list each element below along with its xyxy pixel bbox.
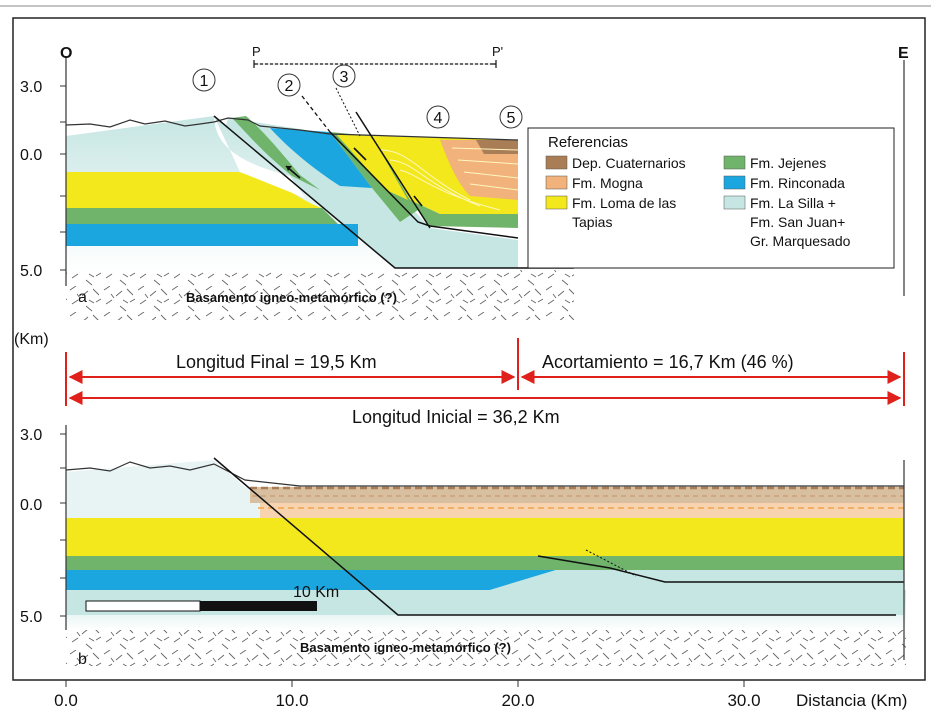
legend-label-loma-1: Fm. Loma de las bbox=[572, 195, 676, 211]
scale-bar-white bbox=[85, 600, 201, 612]
legend-label-silla-1: Fm. La Silla + bbox=[750, 195, 836, 211]
final-length-text: Longitud Final = 19,5 Km bbox=[176, 352, 377, 372]
legend-label-rinconada: Fm. Rinconada bbox=[750, 175, 845, 191]
legend-swatch-jejenes bbox=[723, 155, 746, 170]
legend-box bbox=[527, 127, 895, 269]
sheet3-jejenes-a bbox=[410, 200, 518, 228]
fault-circle-5 bbox=[499, 105, 523, 129]
fault-3-a bbox=[355, 111, 431, 229]
legend-label-silla-2: Fm. San Juan+ bbox=[750, 214, 845, 230]
quaternary-layer-a bbox=[476, 140, 518, 154]
jejenes-layer-b bbox=[66, 556, 904, 570]
legend-label-cuaternarios: Dep. Cuaternarios bbox=[572, 155, 686, 171]
legend-swatch-la-silla bbox=[723, 195, 746, 210]
y-tick-a-0: 0.0 bbox=[20, 147, 42, 164]
fault-circle-4 bbox=[426, 105, 450, 129]
fault-1-a bbox=[213, 115, 574, 269]
legend-label-loma-2: Tapias bbox=[572, 214, 612, 230]
rinconada-layer-b bbox=[66, 570, 556, 590]
legend: Referencias Dep. Cuaternarios Fm. Mogna … bbox=[527, 127, 895, 269]
basement-label-b: Basamento igneo-metamórfico (?) bbox=[300, 640, 511, 655]
panel-b-cross-section bbox=[60, 425, 906, 666]
shortening-text: Acortamiento = 16,7 Km (46 %) bbox=[542, 352, 794, 372]
slip-arrowhead-1-a bbox=[286, 166, 292, 171]
legend-title: Referencias bbox=[548, 134, 628, 151]
fault-number-4: 4 bbox=[434, 110, 443, 127]
y-tick-b-5: 5.0 bbox=[20, 609, 42, 626]
label-profile-start: P bbox=[252, 44, 261, 59]
y-ticks-a bbox=[60, 85, 66, 271]
fault-number-2: 2 bbox=[285, 78, 294, 95]
scale-bar-label: 10 Km bbox=[293, 584, 339, 601]
hanging-rinconada-a bbox=[270, 128, 372, 188]
fault-1-b bbox=[213, 457, 896, 616]
loma-layer-a bbox=[66, 172, 322, 208]
basement-hatch-b bbox=[66, 628, 906, 666]
panel-b-label: b bbox=[78, 651, 87, 668]
sheet2-loma-a bbox=[336, 134, 408, 200]
fault-number-1: 1 bbox=[200, 73, 209, 90]
label-profile-end: P' bbox=[492, 44, 503, 59]
fault-circle-1 bbox=[192, 68, 216, 92]
y-ticks-b bbox=[60, 433, 66, 617]
label-west: O bbox=[60, 45, 72, 62]
loma-layer-b bbox=[66, 518, 904, 556]
x-axis-title: Distancia (Km) bbox=[796, 691, 907, 710]
label-east: E bbox=[898, 45, 909, 62]
fault-2-a bbox=[329, 131, 519, 239]
fault-number-5: 5 bbox=[507, 110, 516, 127]
basement-hatch-a bbox=[66, 270, 574, 320]
measurement-arrows bbox=[65, 338, 905, 406]
detachment-b bbox=[537, 555, 904, 583]
slip-arrow-2-a bbox=[353, 147, 367, 161]
scale-bar-black bbox=[200, 601, 317, 611]
slip-arrow-3-a bbox=[413, 195, 423, 207]
topography-a bbox=[65, 117, 519, 141]
x-tick-10: 10.0 bbox=[275, 691, 308, 710]
legend-label-jejenes: Fm. Jejenes bbox=[750, 155, 826, 171]
quaternary-layer-b bbox=[250, 487, 904, 503]
fault-3-projection-a bbox=[335, 87, 361, 137]
footwall-gap-a bbox=[214, 116, 305, 198]
fault-2-projection-a bbox=[301, 95, 331, 133]
basement-label-a: Basamento igneo-metamórfico (?) bbox=[186, 290, 397, 305]
fault-circle-2 bbox=[277, 73, 301, 97]
panel-a-label: a bbox=[78, 289, 87, 306]
x-tick-20: 20.0 bbox=[501, 691, 534, 710]
legend-swatch-mogna bbox=[545, 175, 568, 190]
x-tick-0: 0.0 bbox=[54, 691, 78, 710]
y-tick-a-5: 5.0 bbox=[20, 263, 42, 280]
y-tick-b-0: 0.0 bbox=[20, 497, 42, 514]
hanging-jejenes-a bbox=[232, 116, 320, 190]
legend-swatch-rinconada bbox=[723, 175, 746, 190]
figure-frame bbox=[12, 17, 926, 681]
legend-label-silla-3: Gr. Marquesado bbox=[750, 233, 851, 249]
km-label: (Km) bbox=[14, 331, 49, 348]
y-tick-a-3: 3.0 bbox=[20, 79, 42, 96]
initial-length-text: Longitud Inicial = 36,2 Km bbox=[352, 407, 560, 427]
legend-swatch-loma bbox=[545, 195, 568, 210]
x-tick-30: 30.0 bbox=[727, 691, 760, 710]
rinconada-layer-a bbox=[66, 224, 358, 246]
bedding-lines-a bbox=[379, 147, 519, 211]
mogna-layer-b bbox=[260, 503, 904, 518]
mogna-layer-a bbox=[440, 140, 518, 200]
topography-b bbox=[65, 461, 904, 487]
fault-projection-b bbox=[585, 549, 637, 577]
fault-number-markers: 1 2 3 4 5 bbox=[192, 64, 523, 129]
jejenes-layer-a bbox=[66, 208, 338, 224]
panel-a-cross-section bbox=[60, 56, 905, 320]
legend-label-mogna: Fm. Mogna bbox=[572, 175, 643, 191]
y-tick-b-3: 3.0 bbox=[20, 427, 42, 444]
fault-number-3: 3 bbox=[340, 69, 349, 86]
legend-swatch-cuaternarios bbox=[545, 155, 568, 170]
fault-circle-3 bbox=[332, 64, 356, 88]
